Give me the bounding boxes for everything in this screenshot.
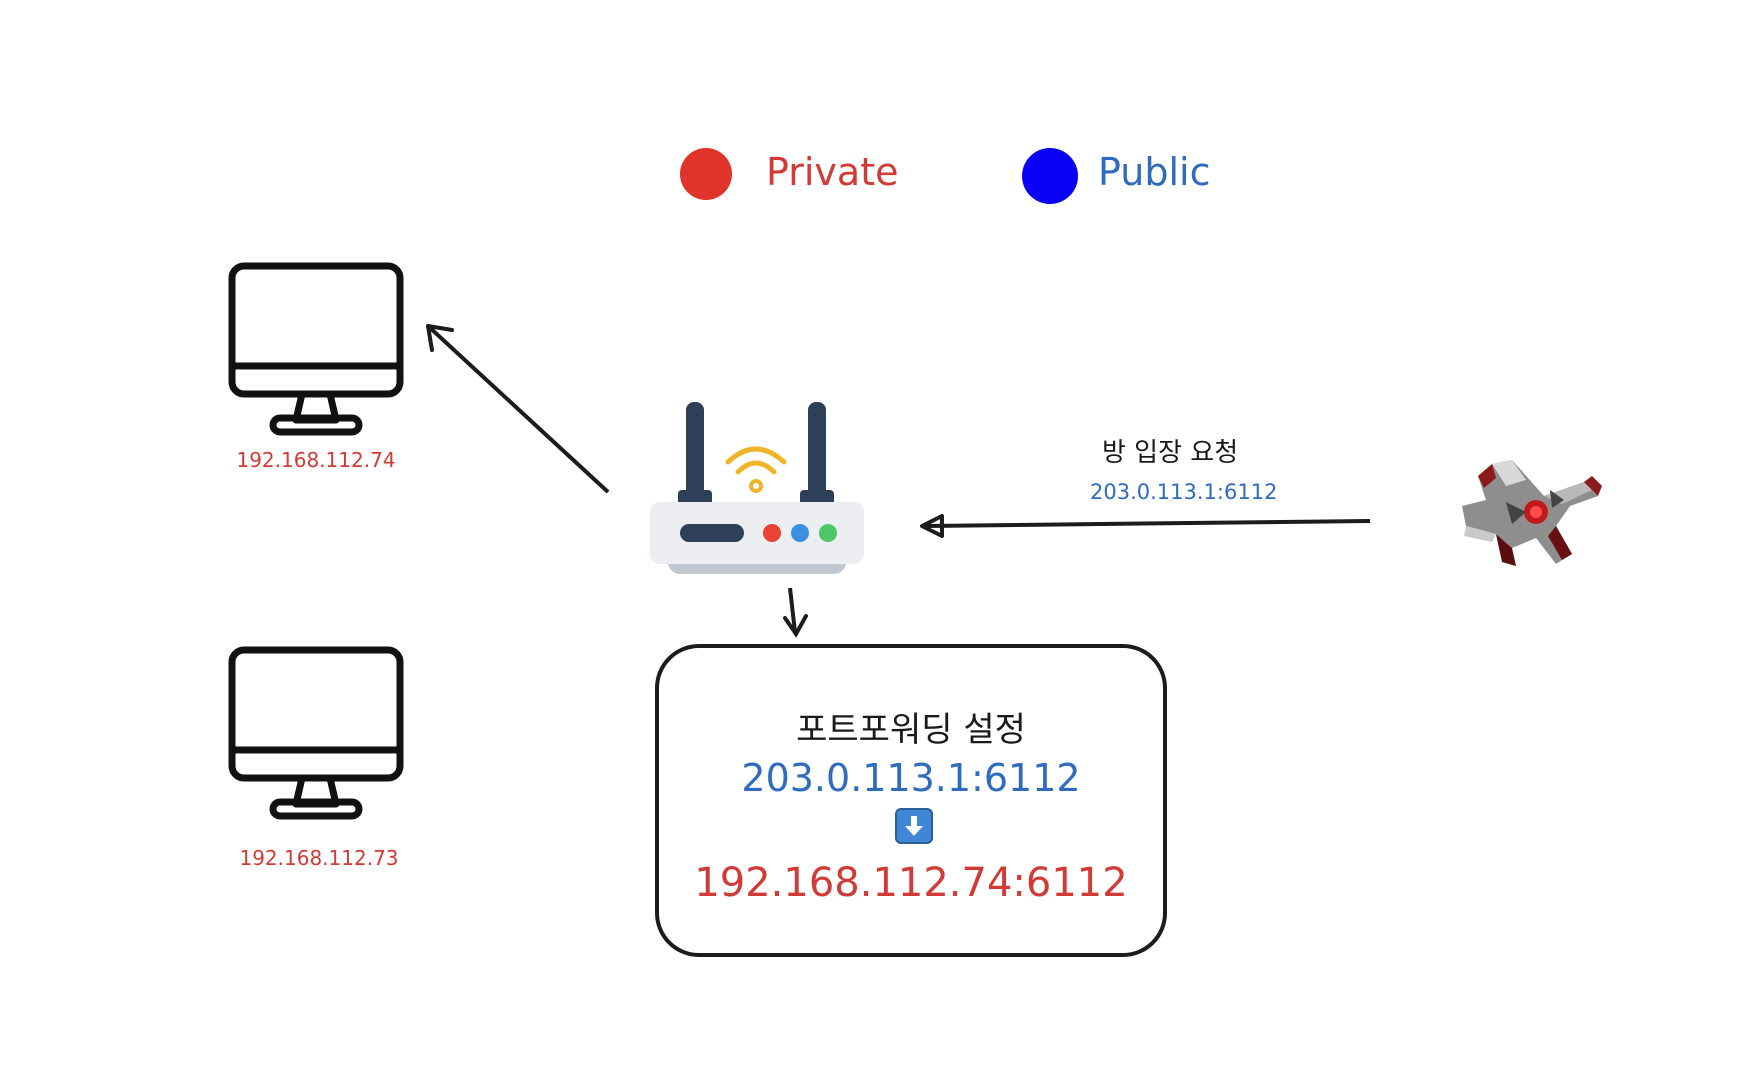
port-forwarding-box: 포트포워딩 설정 203.0.113.1:6112 192.168.112.74… [655,644,1167,957]
public-legend-dot [1022,148,1078,204]
arrow-request-to-router [925,519,1371,528]
private-legend-label: Private [766,150,899,194]
public-legend-label: Public [1098,150,1211,194]
request-address: 203.0.113.1:6112 [1090,480,1278,504]
arrowhead-icon [426,324,454,352]
monitor-icon [228,646,404,820]
router-icon [650,402,864,574]
monitor-icon [228,262,404,436]
port-forwarding-title: 포트포워딩 설정 [796,710,1026,750]
spaceship-icon [1462,460,1602,566]
private-legend-dot [680,148,732,200]
arrowhead-icon [920,514,944,538]
arrowhead-icon [783,614,808,638]
arrow-router-to-host [426,324,610,494]
host-ip-label: 192.168.112.73 [239,846,399,870]
private-address: 192.168.112.74:6112 [694,860,1128,906]
arrow-router-to-settings [788,587,797,633]
down-arrow-icon [895,808,933,844]
public-address: 203.0.113.1:6112 [741,756,1081,800]
host-ip-label: 192.168.112.74 [236,448,396,472]
request-label: 방 입장 요청 [1102,438,1239,468]
